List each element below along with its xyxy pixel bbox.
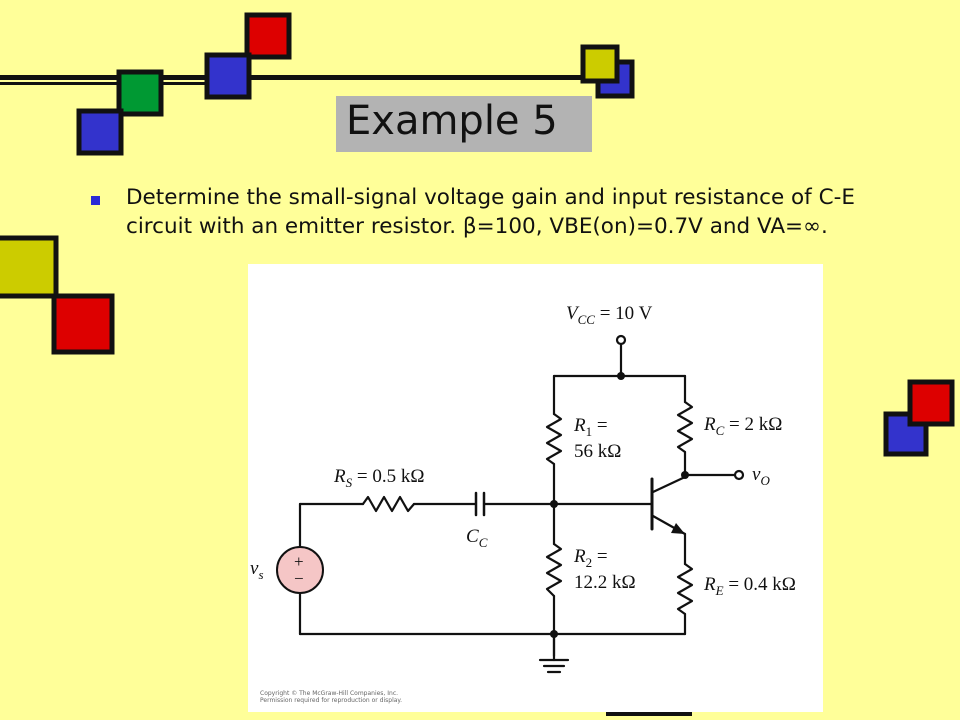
- deco-square-yellow-right: [580, 44, 620, 84]
- deco-square-red-top: [244, 12, 292, 60]
- vo-label: vO: [752, 464, 770, 488]
- rs-label: RS = 0.5 kΩ: [333, 466, 424, 490]
- circuit-diagram: VCC = 10 V R1 = 56 kΩ R2 = 12.2 kΩ RC = …: [248, 264, 823, 712]
- problem-statement: Determine the small-signal voltage gain …: [126, 185, 855, 239]
- re-label: RE = 0.4 kΩ: [703, 574, 796, 598]
- source-minus-sign: −: [294, 569, 304, 588]
- resistor-re: [676, 562, 694, 616]
- junction-dot: [681, 471, 689, 479]
- deco-bottom-bar: [606, 708, 692, 716]
- copyright-line-2: Permission required for reproduction or …: [260, 697, 403, 704]
- rc-label: RC = 2 kΩ: [703, 414, 782, 438]
- r1-value: 56 kΩ: [574, 441, 621, 462]
- resistor-rs: [361, 495, 416, 513]
- deco-square-yellow-left: [0, 235, 59, 299]
- vs-label: vs: [250, 558, 264, 582]
- decorative-line: [0, 75, 610, 80]
- bjt-emitter-arrow: [671, 523, 685, 534]
- deco-square-red-far-right: [907, 379, 955, 427]
- source-plus-sign: +: [294, 552, 304, 571]
- deco-square-blue-left: [76, 108, 124, 156]
- copyright-notice: Copyright © The McGraw-Hill Companies, I…: [260, 690, 402, 704]
- resistor-r1: [545, 412, 563, 466]
- deco-square-green: [116, 69, 164, 117]
- title-box: Example 5: [336, 96, 592, 152]
- resistor-r2: [545, 542, 563, 598]
- copyright-line-1: Copyright © The McGraw-Hill Companies, I…: [260, 690, 399, 697]
- voltage-source-vs: [276, 546, 324, 594]
- decorative-line-lower: [0, 82, 230, 85]
- vo-terminal: [733, 469, 745, 481]
- r2-value: 12.2 kΩ: [574, 572, 636, 593]
- circuit-schematic: VCC = 10 V R1 = 56 kΩ R2 = 12.2 kΩ RC = …: [250, 303, 796, 674]
- deco-square-red-left: [51, 293, 115, 355]
- vcc-terminal: [615, 334, 627, 346]
- junction-dot: [550, 630, 558, 638]
- deco-square-blue-mid: [204, 52, 252, 100]
- junction-dot: [617, 372, 625, 380]
- vcc-label: VCC = 10 V: [566, 303, 653, 327]
- resistor-rc: [676, 400, 694, 454]
- page-title: Example 5: [346, 98, 558, 144]
- r2-label: R2 =: [573, 546, 608, 570]
- bullet-marker: [91, 196, 100, 205]
- r1-label: R1 =: [573, 415, 608, 439]
- cc-label: CC: [466, 526, 488, 550]
- bjt-collector-lead: [651, 475, 687, 494]
- junction-dot: [550, 500, 558, 508]
